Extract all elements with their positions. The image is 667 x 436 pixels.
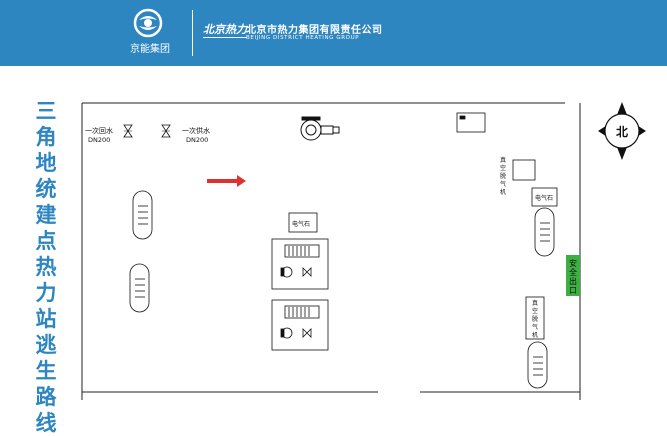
water-tank-icon xyxy=(132,190,153,240)
supply-valve-label: 一次供水 xyxy=(182,126,210,135)
return-valve-label: 一次回水 xyxy=(85,126,113,135)
safety-exit-label: 安全出口 xyxy=(569,258,577,295)
supply-valve-size: DN200 xyxy=(186,136,208,144)
return-valve-icon xyxy=(123,124,133,138)
company-name-en: BEIJING DISTRICT HEATING GROUP xyxy=(246,35,360,41)
page-title: 三角地统建点热力站逃生路线 xyxy=(35,99,57,435)
room-walls xyxy=(81,102,581,400)
escape-arrow-icon xyxy=(207,175,246,187)
water-tank-icon xyxy=(129,263,150,313)
vacuum-degasser-label-2: 真空脱气机 xyxy=(532,299,538,339)
electric-stone-label-2: 电气石 xyxy=(535,194,553,202)
vacuum-degasser-label-1: 真空脱气机 xyxy=(500,156,506,196)
vacuum-degasser-icon xyxy=(512,159,536,181)
vacuum-degasser-icon xyxy=(525,296,545,340)
control-panel-icon xyxy=(456,112,486,133)
supply-valve-icon xyxy=(161,124,171,138)
company-name-cn: 北京市热力集团有限责任公司 xyxy=(246,25,383,36)
jingneng-logo-icon xyxy=(133,8,163,38)
logo-name: 京能集团 xyxy=(130,44,170,55)
safety-exit-sign xyxy=(566,255,580,296)
electric-stone-box-1 xyxy=(288,212,318,233)
water-tank-icon xyxy=(534,207,555,257)
electric-stone-box-2 xyxy=(531,187,558,207)
compass-north-label: 北 xyxy=(616,124,628,139)
electric-stone-label-1: 电气石 xyxy=(292,220,310,228)
logo-separator xyxy=(192,10,193,56)
heat-exchanger-unit-icon xyxy=(271,299,329,351)
header-banner: 京能集团 北京热力 北京市热力集团有限责任公司 BEIJING DISTRICT… xyxy=(0,0,667,66)
north-compass-icon xyxy=(598,102,646,160)
heat-exchanger-unit-icon xyxy=(271,238,329,290)
water-tank-icon xyxy=(527,341,548,389)
floor-plan: 一次回水 DN200 一次供水 DN200 电气石 xyxy=(81,102,646,400)
brand-script: 北京热力 xyxy=(203,23,247,38)
pump-icon xyxy=(300,116,340,141)
return-valve-size: DN200 xyxy=(88,136,110,144)
